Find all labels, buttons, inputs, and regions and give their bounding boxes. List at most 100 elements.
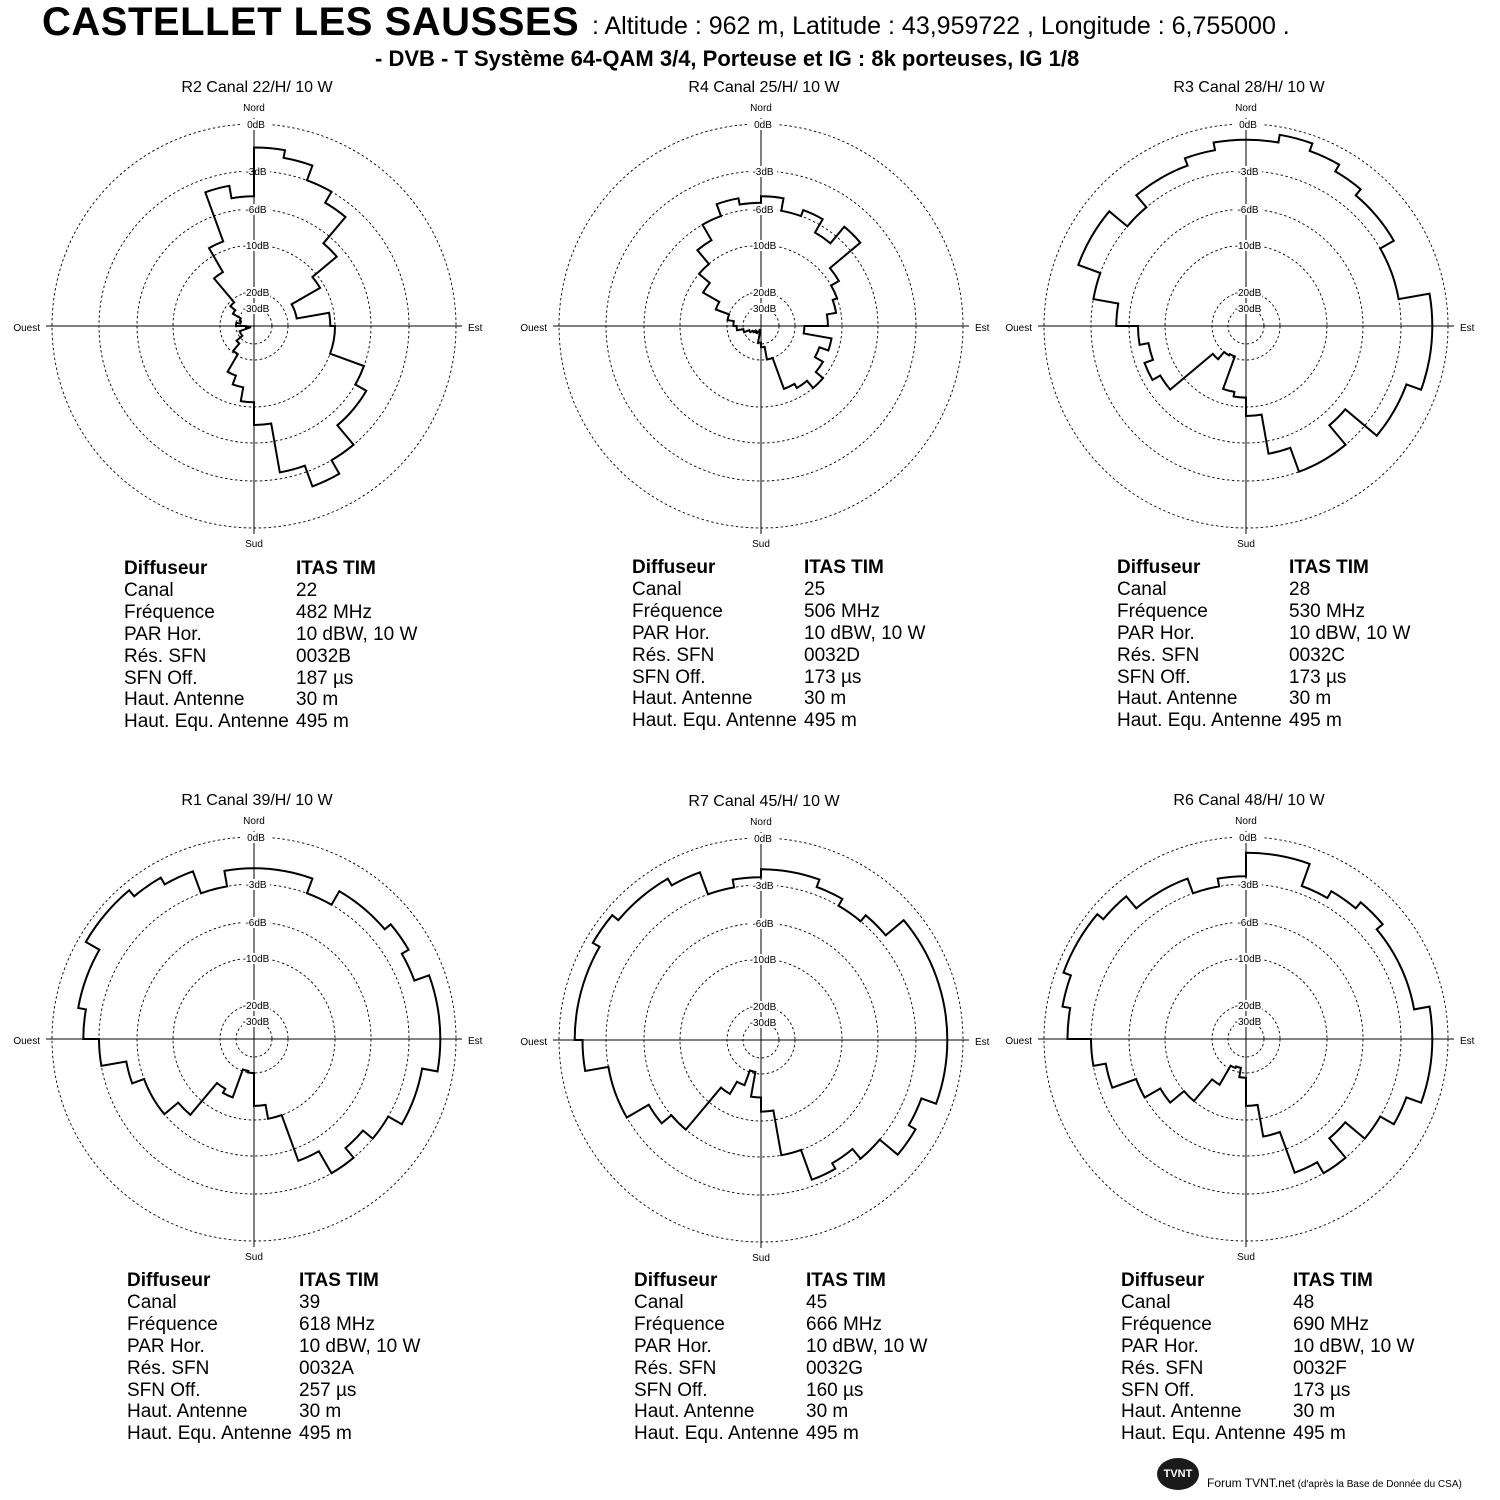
dir-label-west: Ouest — [13, 323, 40, 334]
dir-label-south: Sud — [1237, 1252, 1255, 1263]
info-key: Rés. SFN — [1121, 1357, 1204, 1379]
info-row: PAR Hor.10 dBW, 10 W — [1121, 1336, 1414, 1358]
info-key: SFN Off. — [1121, 1379, 1195, 1401]
info-key: Fréquence — [634, 1313, 725, 1335]
info-key: PAR Hor. — [127, 1335, 205, 1357]
ring-label: -20dB — [243, 288, 270, 299]
ring-label: -6dB — [752, 205, 773, 216]
polar-chart: R3 Canal 28/H/ 10 W0dB-3dB-6dB-10dB-20dB… — [1005, 79, 1474, 550]
info-value: 495 m — [296, 711, 349, 733]
info-value: 10 dBW, 10 W — [1293, 1335, 1415, 1357]
info-value: 30 m — [299, 1401, 342, 1423]
ring-label-bg — [1234, 1000, 1262, 1011]
ring-label: 0dB — [1239, 120, 1257, 131]
info-value: 10 dBW, 10 W — [1289, 622, 1411, 644]
info-key: Haut. Equ. Antenne — [1117, 710, 1282, 732]
chart-title: R1 Canal 39/H/ 10 W — [181, 792, 333, 809]
info-key: SFN Off. — [1117, 666, 1191, 688]
ring-label-bg — [749, 166, 777, 177]
ring-label-bg — [242, 303, 270, 314]
info-value: 22 — [296, 579, 318, 601]
info-row: PAR Hor.10 dBW, 10 W — [634, 1336, 927, 1358]
ring-label: -20dB — [750, 288, 777, 299]
info-key: Diffuseur — [634, 1270, 718, 1291]
dir-label-south: Sud — [245, 1252, 263, 1263]
info-value: 30 m — [296, 689, 339, 711]
ring-label: -10dB — [750, 241, 777, 252]
ring-label-bg — [1234, 917, 1262, 928]
info-key: Rés. SFN — [632, 644, 715, 666]
antenna-pattern-series — [573, 868, 949, 1181]
info-value: 495 m — [804, 710, 857, 732]
ring-label-bg — [749, 1001, 777, 1012]
info-value: 160 µs — [806, 1379, 864, 1401]
info-value: 25 — [804, 578, 826, 600]
info-row: Haut. Equ. Antenne 495 m — [1117, 710, 1410, 732]
info-row: SFN Off.257 µs — [127, 1380, 420, 1402]
dir-label-east: Est — [1460, 323, 1475, 334]
polar-chart: R7 Canal 45/H/ 10 W0dB-3dB-6dB-10dB-20dB… — [520, 793, 989, 1264]
chart-title: R4 Canal 25/H/ 10 W — [688, 79, 840, 96]
info-row: SFN Off.173 µs — [1121, 1380, 1414, 1402]
ring-label: -3dB — [752, 167, 773, 178]
dir-label-east: Est — [468, 323, 483, 334]
ring-label: 0dB — [754, 834, 772, 845]
tvnt-logo: TVNT — [1157, 1458, 1199, 1490]
ring-label-bg — [749, 240, 777, 251]
ring-label-bg — [749, 119, 777, 130]
ring-label-bg — [1234, 166, 1262, 177]
info-value: 666 MHz — [806, 1313, 883, 1335]
ring-label-bg — [749, 287, 777, 298]
ring-label-bg — [1234, 1016, 1262, 1027]
footer-source: (d'après la Base de Donnée du CSA) — [1294, 1479, 1462, 1490]
info-value: 495 m — [1289, 710, 1342, 732]
ring-label: -10dB — [1235, 954, 1262, 965]
dir-label-east: Est — [975, 1037, 990, 1048]
ring-label-bg — [749, 303, 777, 314]
info-value: 30 m — [1293, 1401, 1336, 1423]
info-key: PAR Hor. — [124, 623, 202, 645]
ring-label-bg — [242, 917, 270, 928]
info-key: Haut. Equ. Antenne — [632, 710, 797, 732]
info-value: 28 — [1289, 578, 1311, 600]
ring-label: -3dB — [1237, 880, 1258, 891]
info-key: SFN Off. — [127, 1379, 201, 1401]
chart-title: R7 Canal 45/H/ 10 W — [688, 793, 840, 810]
info-value: 506 MHz — [804, 600, 881, 622]
info-value: 690 MHz — [1293, 1313, 1370, 1335]
ring-label-bg — [749, 954, 777, 965]
info-value: 0032B — [296, 645, 351, 667]
dir-label-north: Nord — [750, 103, 772, 114]
chart-title: R6 Canal 48/H/ 10 W — [1173, 792, 1325, 809]
info-value: ITAS TIM — [299, 1270, 379, 1291]
info-row: SFN Off.187 µs — [124, 668, 417, 690]
info-key: Haut. Equ. Antenne — [1121, 1423, 1286, 1445]
ring-label: -10dB — [750, 955, 777, 966]
ring-label-bg — [242, 1000, 270, 1011]
info-key: Diffuseur — [1117, 557, 1201, 578]
info-value: 495 m — [1293, 1423, 1346, 1445]
info-key: Rés. SFN — [124, 645, 207, 667]
dir-label-south: Sud — [752, 539, 770, 550]
ring-label-bg — [242, 832, 270, 843]
info-value: 618 MHz — [299, 1313, 376, 1335]
info-value: 0032D — [804, 644, 860, 666]
info-value: 0032C — [1289, 644, 1345, 666]
dir-label-north: Nord — [1235, 816, 1257, 827]
info-value: ITAS TIM — [1293, 1270, 1373, 1291]
dir-label-west: Ouest — [520, 1037, 547, 1048]
